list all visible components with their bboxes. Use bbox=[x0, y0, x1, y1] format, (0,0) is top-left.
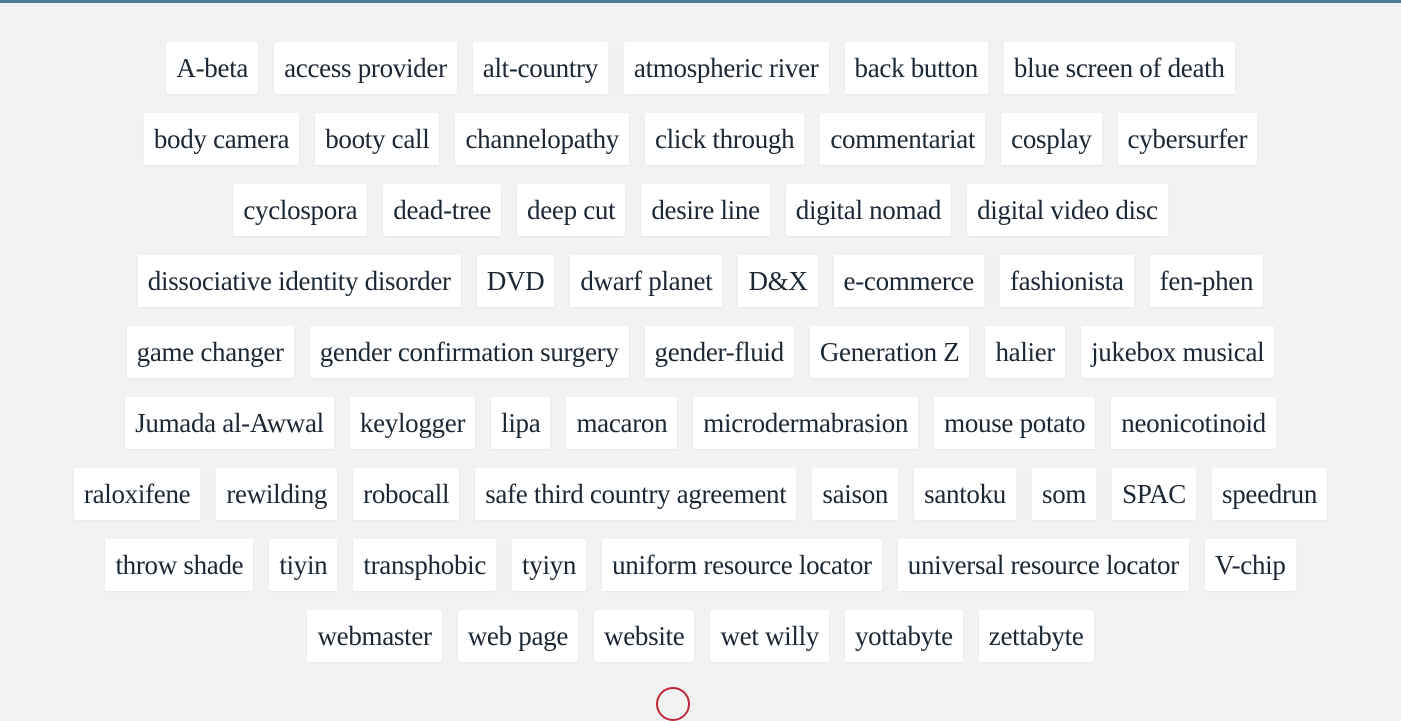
word-tag[interactable]: cosplay bbox=[1001, 113, 1102, 165]
word-tag[interactable]: dissociative identity disorder bbox=[137, 255, 461, 307]
word-tag[interactable]: booty call bbox=[315, 113, 440, 165]
word-tag[interactable]: game changer bbox=[126, 326, 294, 378]
word-tag[interactable]: macaron bbox=[566, 397, 678, 449]
word-tag[interactable]: web page bbox=[457, 610, 579, 662]
word-tag[interactable]: wet willy bbox=[710, 610, 829, 662]
tag-row: cyclospora dead-tree deep cut desire line di… bbox=[0, 184, 1401, 236]
word-tag[interactable]: V-chip bbox=[1204, 539, 1296, 591]
word-tag[interactable]: uniform resource locator bbox=[602, 539, 882, 591]
word-tag[interactable]: cyclospora bbox=[233, 184, 368, 236]
word-tag[interactable]: digital video disc bbox=[967, 184, 1168, 236]
word-tag[interactable]: alt-country bbox=[472, 42, 608, 94]
scroll-button[interactable] bbox=[656, 687, 690, 721]
word-tag[interactable]: zettabyte bbox=[978, 610, 1094, 662]
word-tag[interactable]: body camera bbox=[143, 113, 300, 165]
word-tag[interactable]: DVD bbox=[476, 255, 555, 307]
word-tag[interactable]: e-commerce bbox=[833, 255, 984, 307]
word-tag[interactable]: Jumada al-Awwal bbox=[125, 397, 334, 449]
word-tag[interactable]: halier bbox=[985, 326, 1066, 378]
word-tag[interactable]: click through bbox=[644, 113, 805, 165]
header-bar bbox=[0, 0, 1401, 3]
word-tag[interactable]: D&X bbox=[738, 255, 818, 307]
word-tag[interactable]: deep cut bbox=[517, 184, 626, 236]
word-tag[interactable]: safe third country agreement bbox=[475, 468, 797, 520]
word-tag[interactable]: saison bbox=[812, 468, 899, 520]
word-tag[interactable]: access provider bbox=[274, 42, 457, 94]
word-tag[interactable]: commentariat bbox=[820, 113, 986, 165]
word-tag[interactable]: dwarf planet bbox=[570, 255, 723, 307]
word-tag[interactable]: neonicotinoid bbox=[1111, 397, 1276, 449]
word-tag[interactable]: santoku bbox=[914, 468, 1017, 520]
word-tag[interactable]: transphobic bbox=[353, 539, 497, 591]
word-tag[interactable]: digital nomad bbox=[785, 184, 952, 236]
word-tag[interactable]: Generation Z bbox=[809, 326, 970, 378]
word-tag[interactable]: cybersurfer bbox=[1117, 113, 1258, 165]
word-tag[interactable]: fen-phen bbox=[1149, 255, 1264, 307]
word-tag[interactable]: back button bbox=[844, 42, 988, 94]
word-tag[interactable]: SPAC bbox=[1112, 468, 1196, 520]
word-tag[interactable]: jukebox musical bbox=[1081, 326, 1275, 378]
word-tag[interactable]: tiyin bbox=[269, 539, 338, 591]
word-tag[interactable]: mouse potato bbox=[934, 397, 1096, 449]
tag-row: dissociative identity disorder DVD dwarf p… bbox=[0, 255, 1401, 307]
word-tag[interactable]: speedrun bbox=[1212, 468, 1328, 520]
word-tag[interactable]: keylogger bbox=[349, 397, 476, 449]
word-tag[interactable]: tyiyn bbox=[512, 539, 587, 591]
tag-row: raloxifene rewilding robocall safe third co… bbox=[0, 468, 1401, 520]
word-tag[interactable]: yottabyte bbox=[844, 610, 963, 662]
word-tag[interactable]: channelopathy bbox=[455, 113, 629, 165]
word-tag[interactable]: atmospheric river bbox=[623, 42, 829, 94]
word-tag[interactable]: universal resource locator bbox=[897, 539, 1189, 591]
word-tag[interactable]: raloxifene bbox=[73, 468, 201, 520]
tag-row: game changer gender confirmation surgery g… bbox=[0, 326, 1401, 378]
tag-row: A-beta access provider alt-country atmosphe… bbox=[0, 42, 1401, 94]
word-tag[interactable]: robocall bbox=[353, 468, 460, 520]
word-tag[interactable]: lipa bbox=[491, 397, 551, 449]
word-tag[interactable]: throw shade bbox=[105, 539, 254, 591]
word-tag[interactable]: A-beta bbox=[166, 42, 259, 94]
word-tag[interactable]: rewilding bbox=[216, 468, 338, 520]
word-tag[interactable]: fashionista bbox=[999, 255, 1134, 307]
word-tag[interactable]: website bbox=[594, 610, 695, 662]
tag-row: webmaster web page website wet willy yottaby… bbox=[0, 610, 1401, 662]
word-tag[interactable]: desire line bbox=[641, 184, 770, 236]
tag-row: body camera booty call channelopathy click … bbox=[0, 113, 1401, 165]
word-tag-cloud: A-beta access provider alt-country atmosphe… bbox=[0, 42, 1401, 681]
word-tag[interactable]: blue screen of death bbox=[1003, 42, 1235, 94]
word-tag[interactable]: gender-fluid bbox=[644, 326, 794, 378]
tag-row: throw shade tiyin transphobic tyiyn uniform … bbox=[0, 539, 1401, 591]
tag-row: Jumada al-Awwal keylogger lipa macaron micro… bbox=[0, 397, 1401, 449]
word-tag[interactable]: webmaster bbox=[307, 610, 442, 662]
word-tag[interactable]: microdermabrasion bbox=[693, 397, 919, 449]
word-tag[interactable]: som bbox=[1032, 468, 1097, 520]
word-tag[interactable]: dead-tree bbox=[383, 184, 502, 236]
word-tag[interactable]: gender confirmation surgery bbox=[309, 326, 629, 378]
